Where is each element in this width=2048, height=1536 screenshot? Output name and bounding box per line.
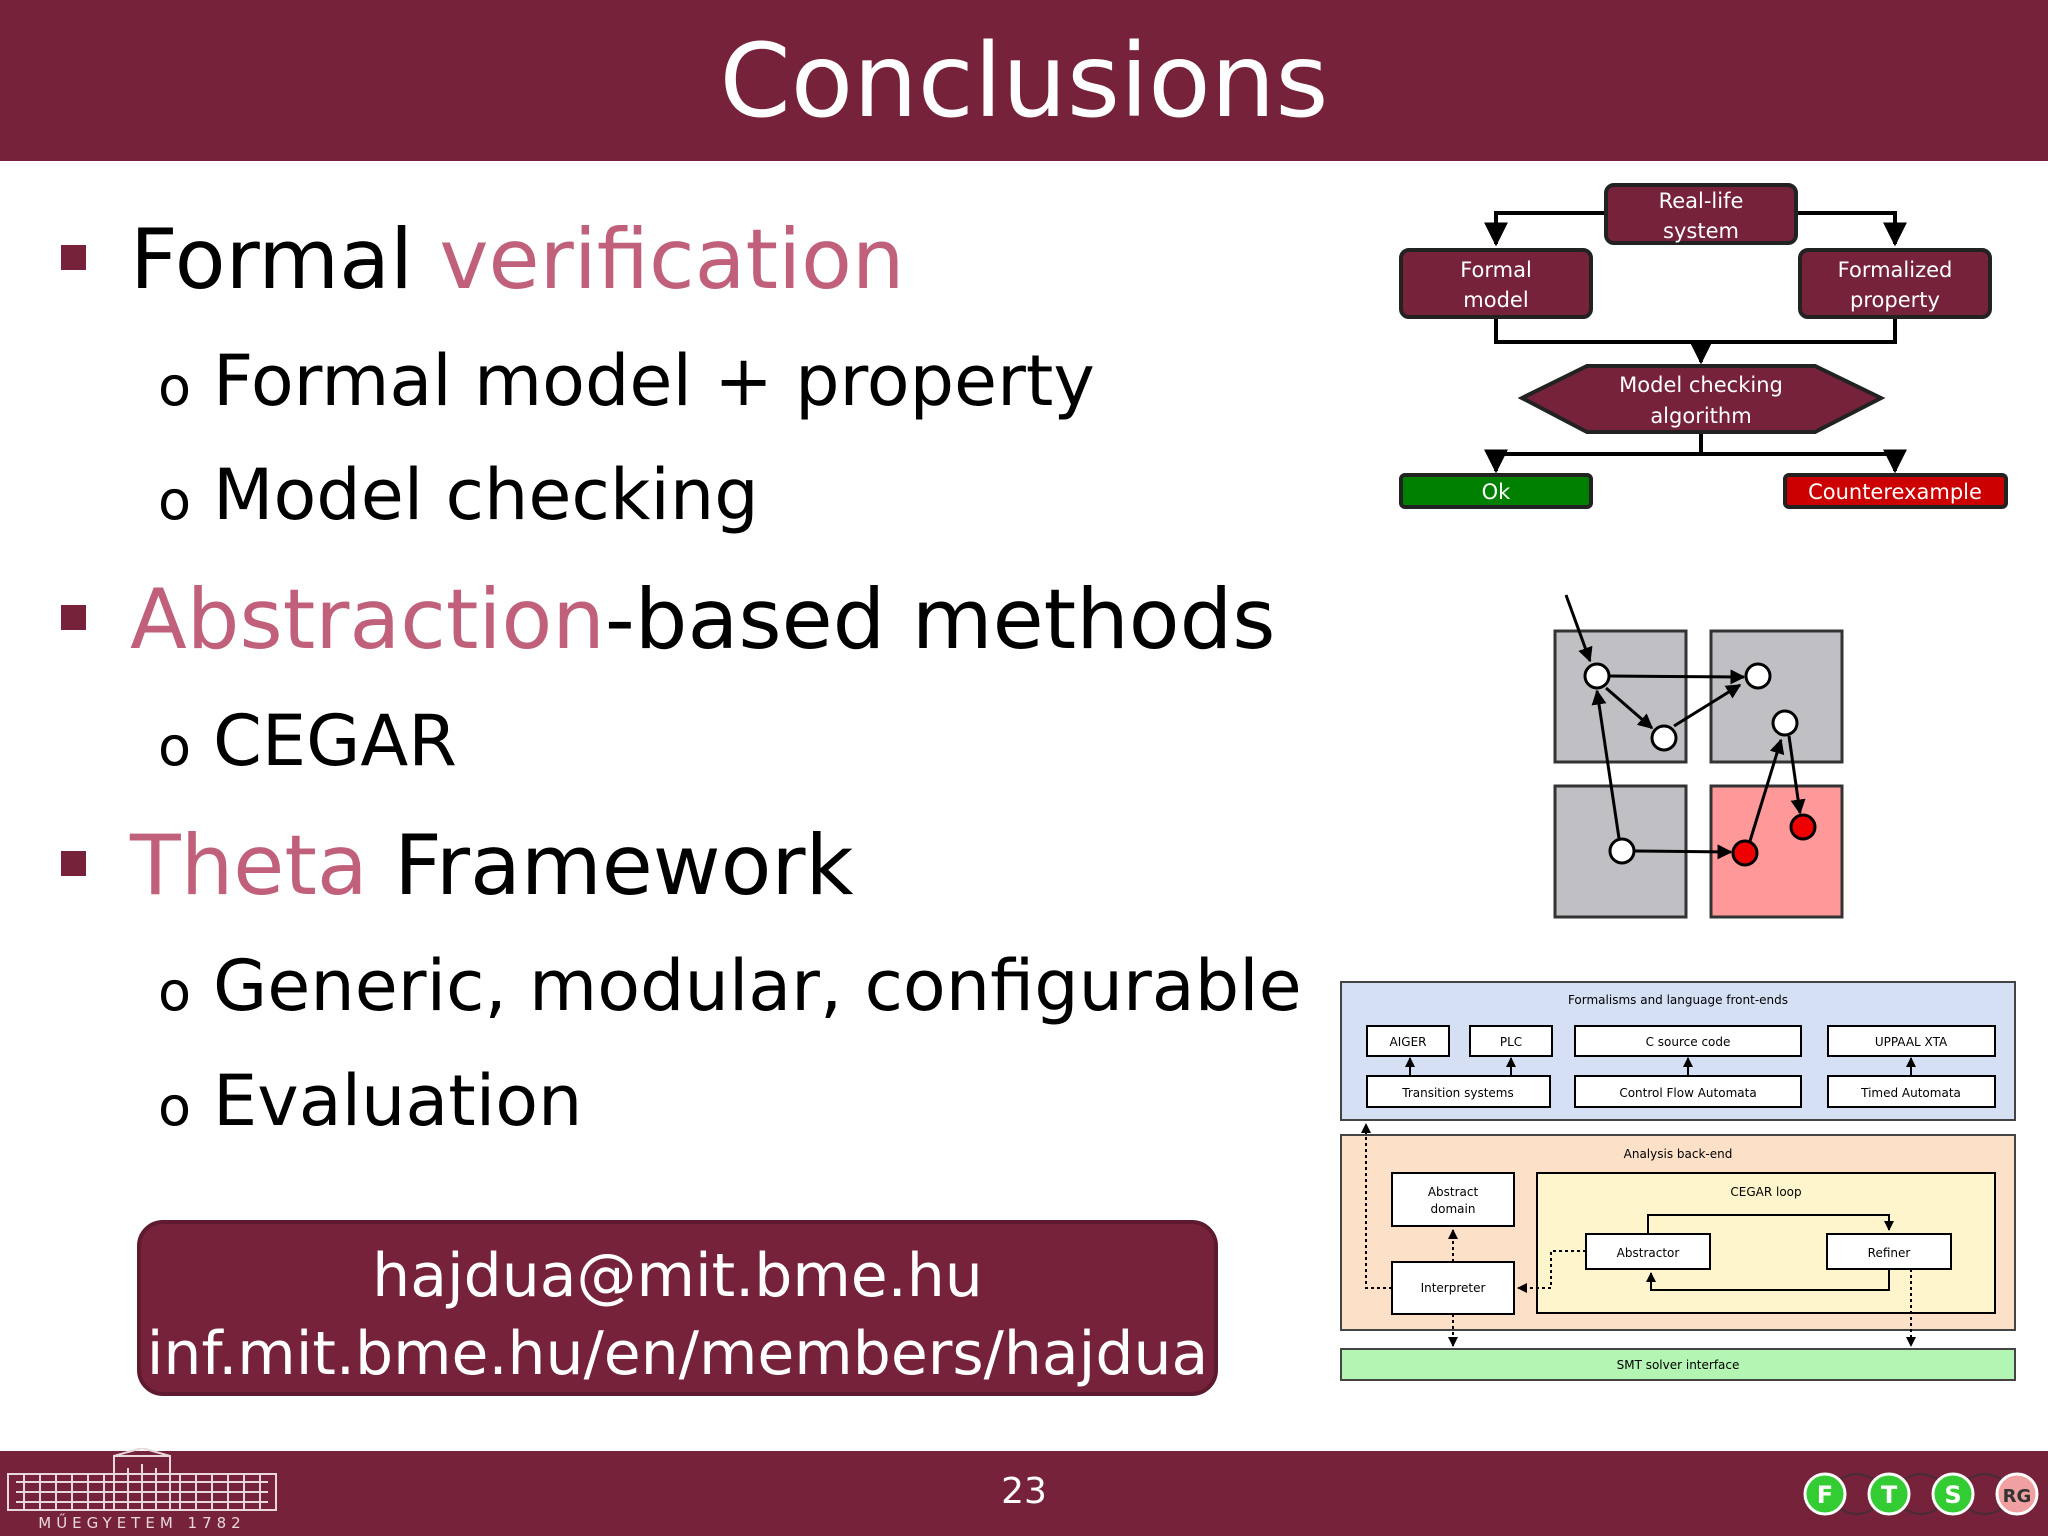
frontends-title: Formalisms and language front-ends xyxy=(1568,993,1788,1007)
formal-model-box xyxy=(1399,248,1593,319)
abstract-domain-label-2: domain xyxy=(1431,1202,1476,1216)
sub-bullet-marker: o xyxy=(158,960,192,1023)
state-node xyxy=(1771,709,1799,737)
formal-model-label-1: Formal xyxy=(1460,258,1532,282)
real-life-label-1: Real-life xyxy=(1659,189,1744,213)
bullet-text: Framework xyxy=(367,817,854,914)
bme-building-logo: MŰEGYETEM 1782 xyxy=(7,1448,277,1532)
bullet-accent-text: Abstraction xyxy=(130,571,605,668)
abstract-state-top-right xyxy=(1709,629,1844,764)
backend-title: Analysis back-end xyxy=(1624,1147,1733,1161)
error-state-node xyxy=(1731,839,1759,867)
cfa-box xyxy=(1574,1075,1802,1108)
model-checking-flowchart: Real-life system Formal model Formalized… xyxy=(1399,183,2008,509)
transition-systems-label: Transition systems xyxy=(1401,1086,1513,1100)
ftsrg-rg-icon: RG xyxy=(1995,1472,2039,1516)
model-checking-label-2: algorithm xyxy=(1650,404,1751,428)
bullet-marker xyxy=(61,851,86,876)
bullet-abstraction: Abstraction-based methods xyxy=(130,570,1276,670)
counterexample-box xyxy=(1783,473,2008,509)
sub-bullet-marker: o xyxy=(158,1075,192,1138)
contact-box: hajdua@mit.bme.hu inf.mit.bme.hu/en/memb… xyxy=(137,1220,1218,1396)
sub-bullet-formal-model: o Formal model + property xyxy=(158,338,1095,430)
ok-box xyxy=(1399,473,1593,509)
title-bar: Conclusions xyxy=(0,0,2048,161)
abstract-domain-box xyxy=(1391,1172,1515,1227)
footer-bar: 23 xyxy=(0,1451,2048,1536)
sub-bullet-text: CEGAR xyxy=(213,700,457,782)
refiner-label: Refiner xyxy=(1868,1246,1911,1260)
bullet-marker xyxy=(61,605,86,630)
cegar-loop-title: CEGAR loop xyxy=(1730,1185,1801,1199)
state-node xyxy=(1583,662,1611,690)
aiger-label: AIGER xyxy=(1390,1035,1427,1049)
real-life-label-2: system xyxy=(1663,219,1739,243)
page-number: 23 xyxy=(1001,1471,1047,1512)
sub-bullet-text: Evaluation xyxy=(213,1060,583,1142)
sub-bullet-text: Generic, modular, configurable xyxy=(213,945,1302,1027)
model-checking-hexagon xyxy=(1517,364,1886,434)
smt-solver-label: SMT solver interface xyxy=(1617,1358,1740,1372)
c-source-label: C source code xyxy=(1646,1035,1731,1049)
sub-bullet-marker: o xyxy=(158,715,192,778)
bme-logo-text: MŰEGYETEM 1782 xyxy=(38,1512,245,1532)
abstractor-label: Abstractor xyxy=(1617,1246,1680,1260)
svg-text:T: T xyxy=(1881,1481,1898,1509)
ok-label: Ok xyxy=(1482,480,1512,504)
svg-text:S: S xyxy=(1944,1481,1961,1509)
timed-automata-label: Timed Automata xyxy=(1860,1086,1961,1100)
abstract-domain-label-1: Abstract xyxy=(1428,1185,1479,1199)
ftsrg-s-icon: S xyxy=(1931,1472,1975,1516)
bullet-accent-text: Theta xyxy=(130,817,368,914)
bullet-accent-text: verification xyxy=(439,211,905,308)
timed-automata-box xyxy=(1827,1075,1996,1108)
svg-text:RG: RG xyxy=(2003,1486,2032,1507)
sub-bullet-cegar: o CEGAR xyxy=(158,698,457,790)
bullet-formal-verification: Formal verification xyxy=(130,210,905,310)
interpreter-box xyxy=(1391,1261,1515,1315)
bullet-text: Formal xyxy=(130,211,440,308)
cfa-label: Control Flow Automata xyxy=(1619,1086,1756,1100)
ftsrg-logo: F T S RG xyxy=(1803,1472,2039,1516)
state-node xyxy=(1650,724,1678,752)
sub-bullet-text: Model checking xyxy=(213,454,759,536)
smt-solver-panel xyxy=(1340,1348,2016,1381)
interpreter-label: Interpreter xyxy=(1421,1281,1486,1295)
sub-bullet-text: Formal model + property xyxy=(213,340,1095,422)
real-life-system-box xyxy=(1604,183,1798,245)
formalized-property-box xyxy=(1798,248,1992,319)
sub-bullet-marker: o xyxy=(158,355,192,418)
bullet-text: -based methods xyxy=(604,571,1276,668)
sub-bullet-evaluation: o Evaluation xyxy=(158,1058,582,1150)
bullet-theta: Theta Framework xyxy=(130,816,854,916)
model-checking-label-1: Model checking xyxy=(1619,373,1783,397)
uppaal-label: UPPAAL XTA xyxy=(1875,1035,1948,1049)
theta-architecture-diagram: Formalisms and language front-ends AIGER… xyxy=(1340,981,2016,1381)
contact-email[interactable]: hajdua@mit.bme.hu xyxy=(372,1241,983,1311)
ftsrg-t-icon: T xyxy=(1867,1472,1911,1516)
uppaal-box xyxy=(1827,1025,1996,1057)
formal-model-label-2: model xyxy=(1463,288,1528,312)
refiner-box xyxy=(1826,1233,1952,1270)
sub-bullet-marker: o xyxy=(158,469,192,532)
plc-label: PLC xyxy=(1500,1035,1522,1049)
counterexample-label: Counterexample xyxy=(1808,480,1982,504)
svg-text:F: F xyxy=(1817,1481,1833,1509)
sub-bullet-generic: o Generic, modular, configurable xyxy=(158,943,1302,1035)
formalized-property-label-1: Formalized xyxy=(1838,258,1953,282)
transition-systems-box xyxy=(1366,1075,1551,1108)
abstraction-diagram xyxy=(1553,594,1844,919)
ftsrg-f-icon: F xyxy=(1803,1472,1847,1516)
error-state-node xyxy=(1789,813,1817,841)
aiger-box xyxy=(1366,1025,1450,1057)
contact-url[interactable]: inf.mit.bme.hu/en/members/hajdua xyxy=(146,1319,1209,1389)
bullet-marker xyxy=(61,245,86,270)
c-source-box xyxy=(1574,1025,1802,1057)
state-node xyxy=(1744,662,1772,690)
slide-title: Conclusions xyxy=(719,22,1329,141)
state-node xyxy=(1608,837,1636,865)
sub-bullet-model-checking: o Model checking xyxy=(158,452,759,544)
plc-box xyxy=(1469,1025,1553,1057)
formalized-property-label-2: property xyxy=(1850,288,1940,312)
